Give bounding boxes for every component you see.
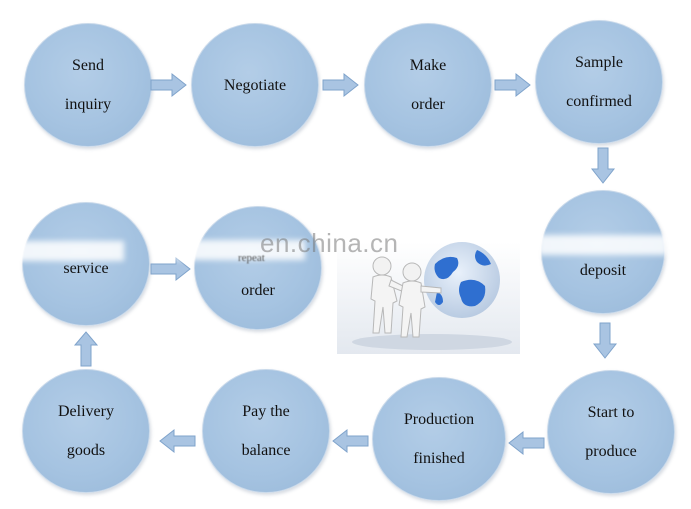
node-label-line1: order: [241, 281, 275, 299]
arrow-down-icon: [592, 322, 618, 359]
partial-label: repeat: [238, 252, 265, 264]
arrow-left-icon: [508, 430, 545, 456]
node-label-line2: confirmed: [566, 93, 632, 110]
node-negotiate: Negotiate: [191, 23, 319, 147]
arrow-down-icon: [590, 147, 616, 184]
blur-band: [14, 241, 124, 261]
arrow-right-icon: [150, 256, 191, 282]
arrow-up-icon: [73, 331, 99, 367]
arrow-left-icon: [159, 428, 196, 454]
node-service: service: [22, 202, 150, 326]
node-label-line1: Sample: [575, 54, 623, 71]
node-label-line1: Negotiate: [223, 76, 287, 94]
node-label-line1: Delivery: [58, 403, 114, 420]
watermark: en.china.cn: [260, 228, 399, 258]
node-repeat-order: order: [194, 206, 322, 330]
arrow-right-icon: [494, 72, 531, 98]
globe-people-illustration: [337, 242, 520, 354]
node-label-line1: service: [63, 259, 109, 277]
node-label-line1: Pay the: [242, 403, 290, 420]
node-start-to-produce: Start to produce: [547, 370, 675, 494]
node-sample-confirmed: Sample confirmed: [535, 20, 663, 144]
arrow-right-icon: [150, 72, 187, 98]
node-label-line1: Make: [409, 57, 447, 74]
node-label-line2: order: [411, 96, 445, 113]
node-label-line2: produce: [585, 443, 637, 460]
node-label-line2: inquiry: [64, 96, 112, 113]
blur-band: [175, 240, 305, 260]
node-pay-the-balance: Pay the balance: [202, 369, 330, 493]
node-send-inquiry: Send inquiry: [24, 23, 152, 147]
blur-band: [538, 235, 668, 255]
node-label-line2: finished: [413, 450, 465, 467]
node-delivery-goods: Delivery goods: [22, 369, 150, 493]
node-label-line2: goods: [66, 442, 106, 459]
node-label-line1: Send: [72, 57, 104, 74]
node-label-line2: balance: [241, 442, 291, 459]
arrow-right-icon: [322, 72, 359, 98]
node-label-line1: Start to: [587, 404, 635, 421]
arrow-left-icon: [332, 428, 369, 454]
node-label-line1: Production: [403, 411, 475, 428]
node-production-finished: Production finished: [372, 377, 506, 501]
node-make-order: Make order: [364, 23, 492, 147]
node-label-line1: deposit: [579, 261, 627, 279]
